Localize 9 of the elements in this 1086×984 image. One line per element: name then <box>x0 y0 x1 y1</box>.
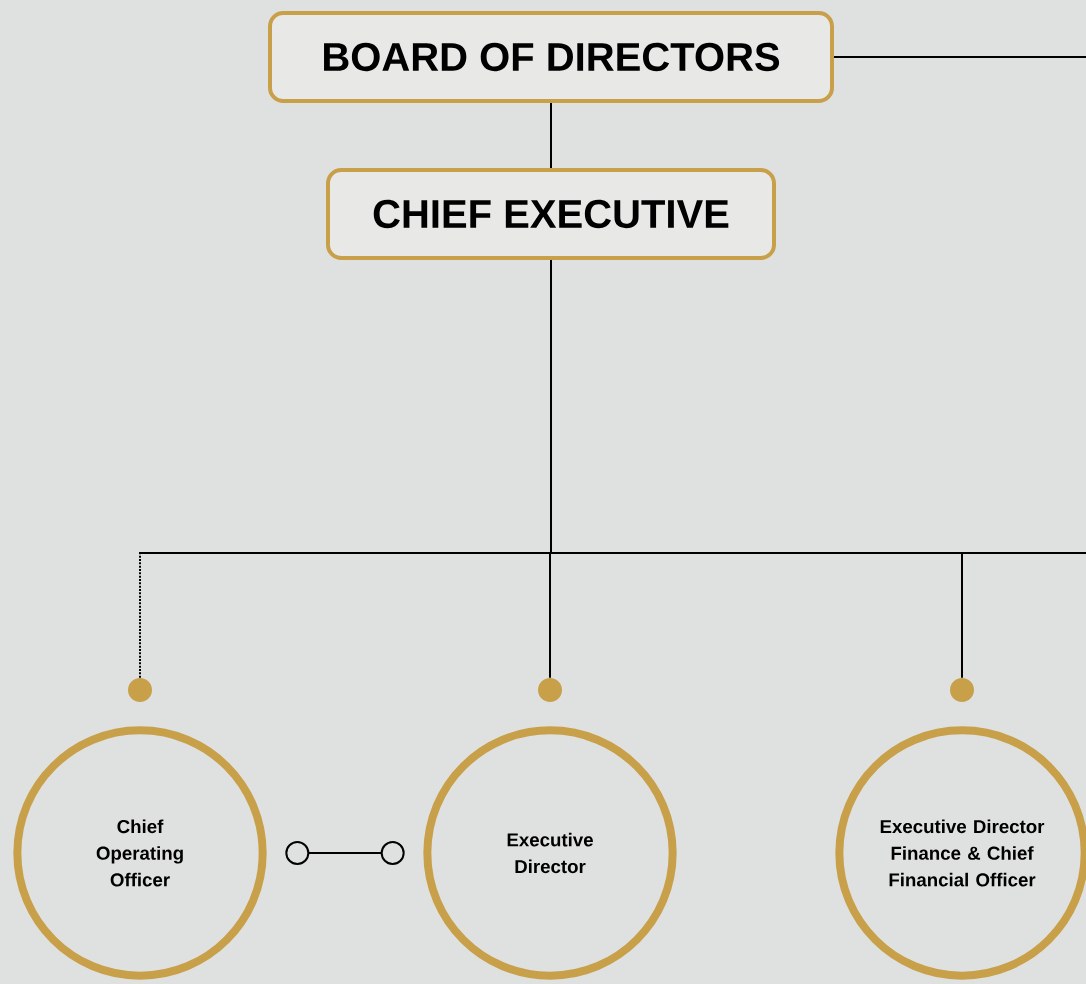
connector-dot <box>950 678 974 702</box>
connector-dot <box>128 678 152 702</box>
connector-line <box>550 102 552 169</box>
connector-line <box>833 56 1086 58</box>
connector-line <box>285 841 405 865</box>
connector-dot <box>538 678 562 702</box>
title-box: CHIEF EXECUTIVE <box>326 168 776 260</box>
connector-line <box>550 259 1086 554</box>
title-box: BOARD OF DIRECTORS <box>268 11 834 103</box>
